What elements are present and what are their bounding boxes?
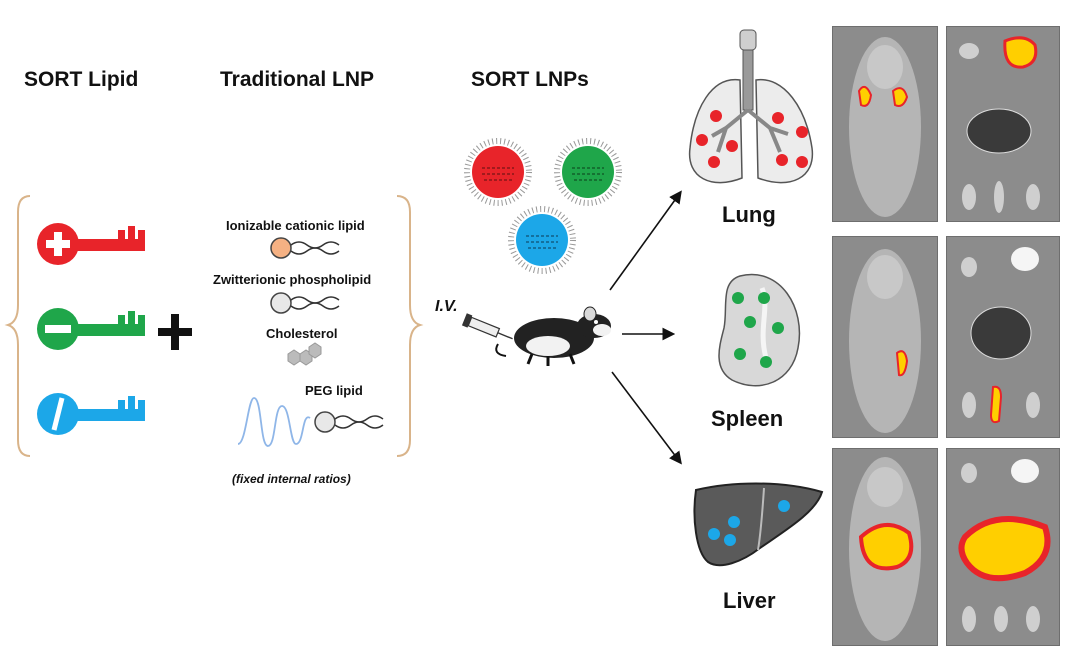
sort-lipid-heading: SORT Lipid (24, 68, 139, 91)
ionizable-lipid-icon (270, 237, 340, 259)
negative-key-icon (37, 308, 145, 350)
sort-lnp-particles (464, 138, 622, 274)
neutral-key-icon (37, 393, 145, 435)
cholesterol-label: Cholesterol (266, 326, 338, 341)
arrow-to-lung (609, 190, 682, 291)
blue-lnp-icon (508, 206, 576, 274)
zwitterionic-lipid-icon (270, 292, 340, 314)
lung-ex-vivo-image (946, 26, 1060, 222)
fixed-ratios-note: (fixed internal ratios) (232, 472, 351, 486)
spleen-ex-vivo-image (946, 236, 1060, 438)
lung-icon (688, 29, 814, 184)
cholesterol-icon (287, 342, 322, 366)
spleen-icon (718, 273, 801, 387)
liver-whole-body-image (832, 448, 938, 646)
peg-lipid-label: PEG lipid (305, 383, 363, 398)
arrow-to-liver (611, 371, 682, 465)
spleen-whole-body-image (832, 236, 938, 438)
syringe-icon (461, 313, 513, 340)
traditional-lnp-heading: Traditional LNP (220, 68, 375, 91)
lung-label: Lung (722, 202, 776, 227)
plus-icon (158, 314, 192, 350)
liver-icon (693, 482, 824, 567)
liver-label: Liver (723, 588, 776, 613)
red-lnp-icon (464, 138, 532, 206)
peg-lipid-icon (237, 397, 384, 447)
ionizable-lipid-label: Ionizable cationic lipid (226, 218, 365, 233)
iv-label: I.V. (435, 298, 458, 315)
mouse-icon (495, 306, 611, 366)
lung-whole-body-image (832, 26, 938, 222)
spleen-label: Spleen (711, 406, 784, 431)
green-lnp-icon (554, 138, 622, 206)
sort-lnps-heading: SORT LNPs (471, 68, 589, 91)
positive-key-icon (37, 223, 145, 265)
zwitterionic-lipid-label: Zwitterionic phospholipid (213, 272, 372, 287)
liver-ex-vivo-image (946, 448, 1060, 646)
